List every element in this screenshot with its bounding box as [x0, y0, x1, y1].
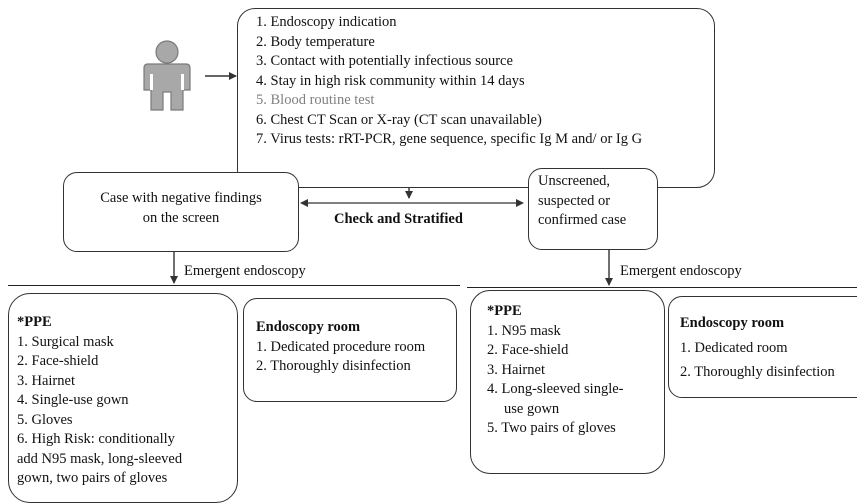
negative-case-text: Case with negative findings on the scree…: [63, 189, 299, 228]
ppe-item: 4. Long-sleeved single-: [487, 381, 624, 397]
right-room-title: Endoscopy room: [680, 315, 785, 331]
ppe-item: 1. Surgical mask: [17, 333, 114, 350]
criteria-item: 6. Chest CT Scan or X-ray (CT scan unava…: [256, 111, 542, 128]
person-icon: [143, 40, 191, 111]
negative-case-line: on the screen: [142, 209, 220, 226]
ppe-item: 2. Face-shield: [487, 342, 569, 358]
ppe-item: 6. High Risk: conditionally: [17, 431, 175, 447]
right-emergent-label: Emergent endoscopy: [620, 263, 742, 279]
check-and-stratified-label: Check and Stratified: [334, 211, 463, 227]
right-room-box: [668, 296, 857, 398]
ppe-item: add N95 mask, long-sleeved: [17, 450, 183, 467]
left-room-title: Endoscopy room: [256, 319, 361, 335]
suspected-case-box: [528, 168, 658, 250]
screening-criteria-box: [237, 8, 715, 188]
right-separator-line: [467, 287, 857, 288]
right-ppe-title: *PPE: [487, 303, 522, 319]
ppe-item: 2. Face-shield: [17, 353, 99, 369]
criteria-item: 7. Virus tests: rRT-PCR, gene sequence, …: [256, 131, 643, 147]
suspected-case-text: Unscreened, suspected or confirmed case: [538, 172, 626, 231]
ppe-item: 1. N95 mask: [487, 322, 561, 339]
room-item: 1. Dedicated procedure room: [256, 338, 426, 355]
negative-case-box: [63, 172, 299, 252]
left-ppe-title: *PPE: [17, 314, 52, 330]
right-ppe-list: *PPE 1. N95 mask 2. Face-shield 3. Hairn…: [487, 302, 624, 439]
left-separator-line: [8, 285, 460, 286]
room-item: 2. Thoroughly disinfection: [256, 358, 411, 374]
left-ppe-list: *PPE 1. Surgical mask 2. Face-shield 3. …: [17, 313, 182, 489]
screening-criteria-list: 1. Endoscopy indication 2. Body temperat…: [256, 13, 642, 150]
ppe-item: 3. Hairnet: [487, 361, 545, 378]
ppe-item: 5. Two pairs of gloves: [487, 420, 616, 436]
left-room-box: [243, 298, 457, 402]
room-item: 1. Dedicated room: [680, 339, 788, 356]
ppe-item: use gown: [504, 400, 560, 417]
negative-case-line: Case with negative findings: [100, 190, 262, 206]
room-item: 2. Thoroughly disinfection: [680, 364, 835, 380]
criteria-item: 5. Blood routine test: [256, 92, 375, 108]
suspected-case-line: Unscreened,: [538, 173, 611, 189]
criteria-item: 1. Endoscopy indication: [256, 14, 397, 30]
left-room-list: Endoscopy room 1. Dedicated procedure ro…: [256, 318, 425, 377]
ppe-item: gown, two pairs of gloves: [17, 470, 168, 486]
ppe-item: 5. Gloves: [17, 411, 73, 428]
ppe-item: 4. Single-use gown: [17, 392, 129, 408]
criteria-item: 2. Body temperature: [256, 33, 375, 50]
criteria-item: 4. Stay in high risk community within 14…: [256, 72, 525, 89]
ppe-item: 3. Hairnet: [17, 372, 75, 389]
right-room-list: Endoscopy room 1. Dedicated room 2. Thor…: [680, 314, 835, 383]
left-ppe-box: [8, 293, 238, 503]
criteria-item: 3. Contact with potentially infectious s…: [256, 53, 513, 69]
left-emergent-label: Emergent endoscopy: [184, 263, 306, 279]
right-ppe-box: [470, 290, 665, 474]
suspected-case-line: suspected or: [538, 192, 611, 209]
suspected-case-line: confirmed case: [538, 212, 627, 228]
